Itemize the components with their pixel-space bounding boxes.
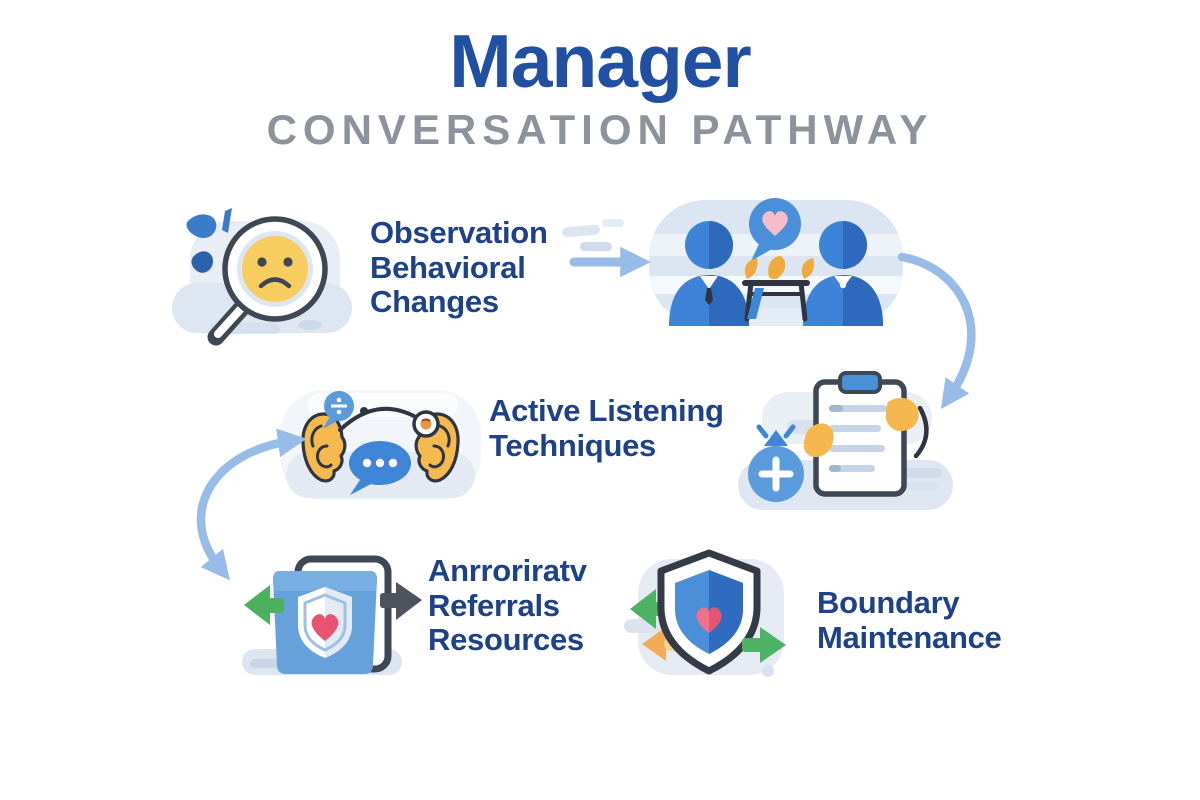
step-label-active-listening: Active Listening Techniques	[489, 393, 724, 463]
page-title: Manager	[449, 19, 751, 103]
step-label-boundary: Boundary Maintenance	[817, 585, 1002, 655]
step-label-observation: Observation Behavioral Changes	[370, 215, 548, 319]
folder-shield-heart-icon	[224, 543, 424, 683]
motion-puffs	[562, 219, 624, 251]
page-subtitle: CONVERSATION PATHWAY	[266, 106, 934, 153]
shield-heart-arrows-icon	[608, 543, 808, 691]
step-label-referrals: Anrroriratv Referrals Resources	[428, 553, 587, 657]
clipboard-checklist-icon	[732, 368, 962, 526]
two-people-conversation-icon	[647, 188, 905, 336]
ears-speech-bubble-icon	[278, 380, 483, 508]
magnifying-glass-sad-face-icon	[168, 203, 363, 358]
